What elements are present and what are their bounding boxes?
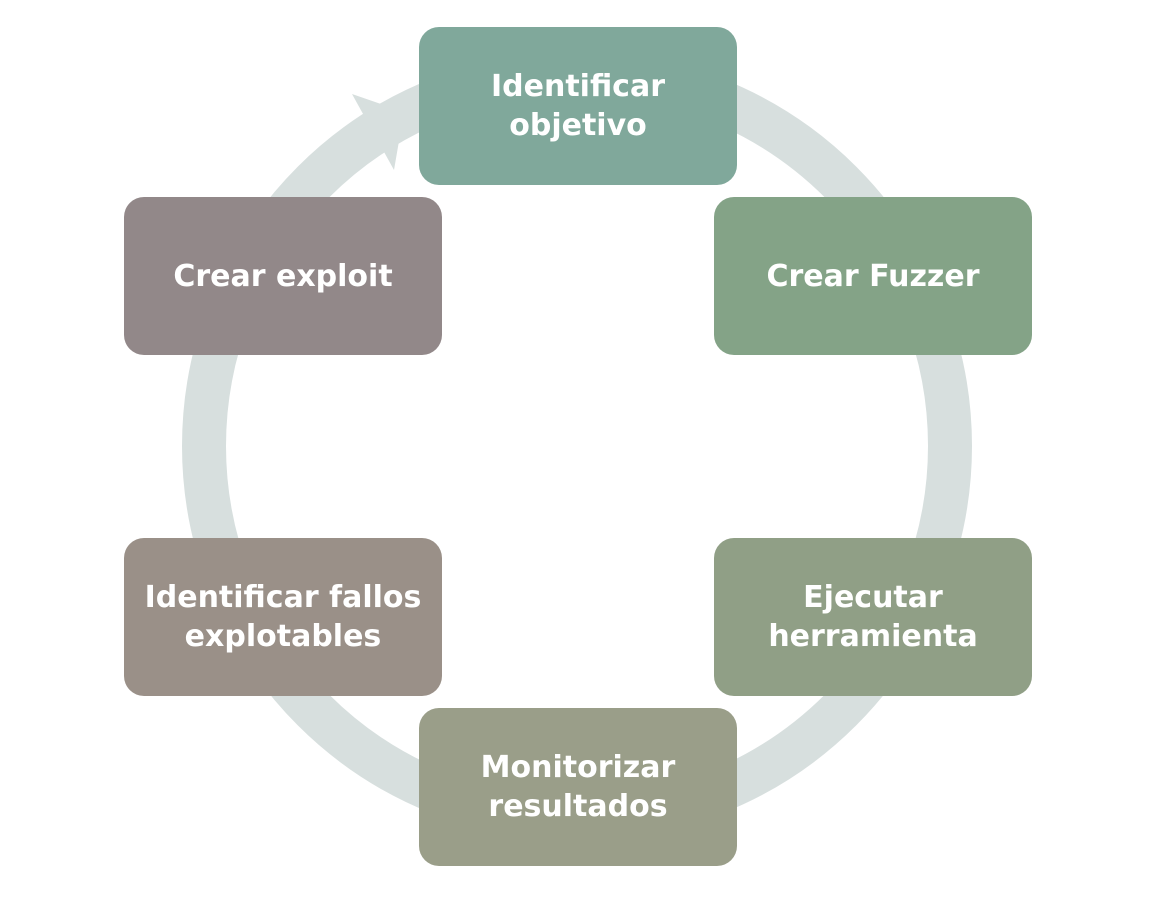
step-label: Crear Fuzzer xyxy=(766,258,980,294)
step-identificar-objetivo: Identificar objetivo xyxy=(419,27,737,185)
step-label: Identificar objetivo xyxy=(490,69,666,143)
step-monitorizar-resultados: Monitorizar resultados xyxy=(419,708,737,866)
step-label: Identificar fallos explotables xyxy=(144,580,422,654)
step-crear-exploit: Crear exploit xyxy=(124,197,442,355)
step-crear-fuzzer: Crear Fuzzer xyxy=(714,197,1032,355)
step-identificar-fallos-explotables: Identificar fallos explotables xyxy=(124,538,442,696)
step-label: Crear exploit xyxy=(173,258,393,294)
step-ejecutar-herramienta: Ejecutar herramienta xyxy=(714,538,1032,696)
step-label: Ejecutar herramienta xyxy=(768,580,978,654)
step-label: Monitorizar resultados xyxy=(480,750,676,824)
cycle-arrow-head xyxy=(352,94,404,170)
